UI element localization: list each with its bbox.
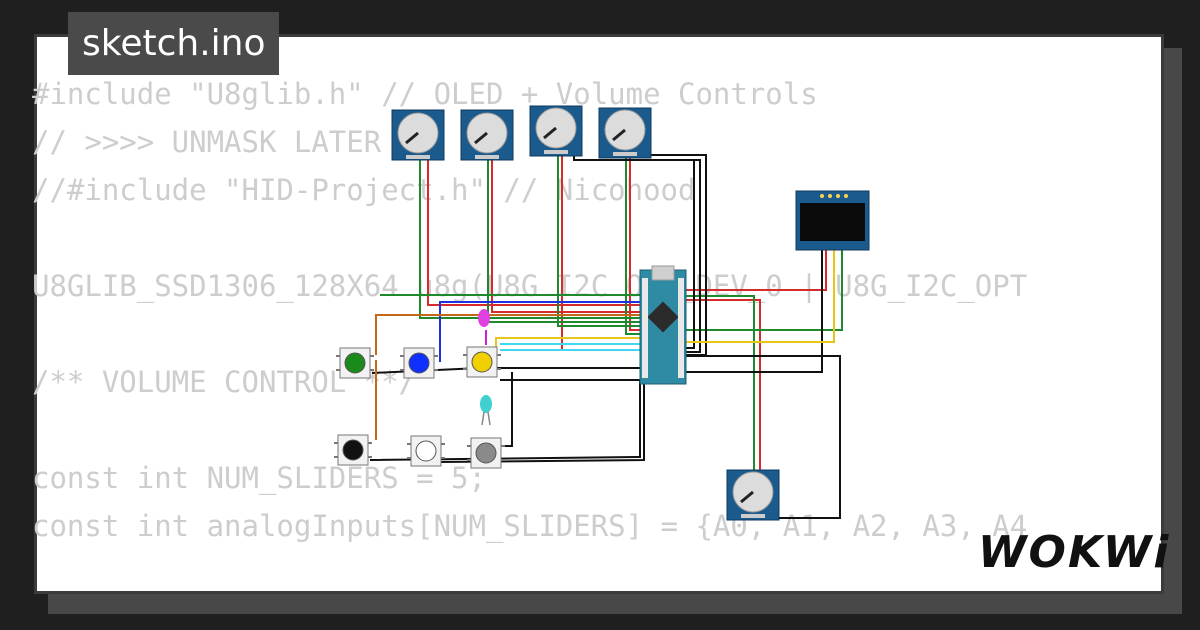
- pushbutton-3[interactable]: [463, 346, 501, 378]
- code-line: const int NUM_SLIDERS = 5;: [32, 461, 486, 495]
- wokwi-logo: WOKWi: [978, 527, 1171, 578]
- code-line: // >>>> UNMASK LATER: [32, 125, 382, 159]
- led-cyan[interactable]: [480, 395, 492, 426]
- potentiometer-3[interactable]: [529, 105, 583, 157]
- led-magenta[interactable]: [478, 309, 490, 327]
- code-line: U8GLIB_SSD1306_128X64 u8g(U8G_I2C_OPT_DE…: [32, 269, 1028, 303]
- pushbutton-5[interactable]: [407, 435, 445, 467]
- potentiometer-1[interactable]: [391, 109, 445, 161]
- pushbutton-6[interactable]: [467, 437, 505, 469]
- pushbuttons: [334, 346, 505, 469]
- pushbutton-4[interactable]: [334, 434, 372, 466]
- pushbutton-1[interactable]: [336, 347, 374, 379]
- code-line: #include "U8glib.h" // OLED + Volume Con…: [32, 77, 818, 111]
- code-preview: #include "U8glib.h" // OLED + Volume Con…: [32, 70, 1027, 550]
- code-line: /** VOLUME CONTROL **/: [32, 365, 417, 399]
- potentiometer-4[interactable]: [598, 107, 652, 159]
- file-title-tab: sketch.ino: [68, 12, 280, 75]
- pushbutton-2[interactable]: [400, 347, 438, 379]
- oled-display[interactable]: [795, 190, 870, 251]
- potentiometer-5[interactable]: [726, 469, 780, 521]
- arduino-nano-board[interactable]: [639, 265, 687, 385]
- code-line: const int analogInputs[NUM_SLIDERS] = {A…: [32, 509, 1028, 543]
- potentiometer-2[interactable]: [460, 109, 514, 161]
